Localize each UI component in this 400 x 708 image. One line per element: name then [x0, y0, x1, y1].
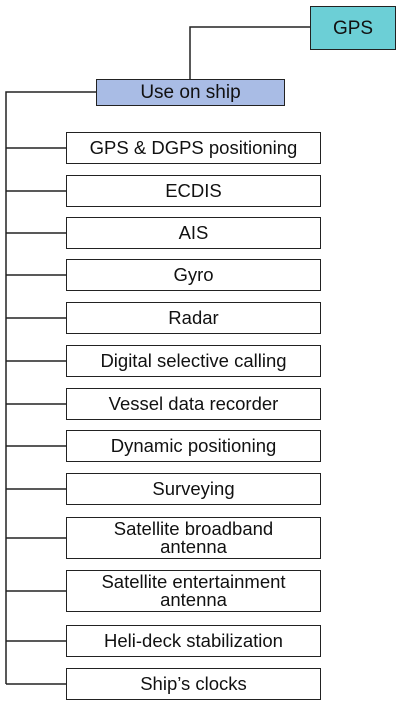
item-gps-dgps-positioning: GPS & DGPS positioning: [66, 132, 321, 164]
item-label: AIS: [178, 221, 209, 243]
item-label: Surveying: [152, 477, 235, 499]
item-radar: Radar: [66, 302, 321, 334]
item-label: Satellite broadband antenna: [113, 517, 274, 557]
connector-trunk: [5, 91, 96, 684]
item-label: Dynamic positioning: [110, 434, 277, 456]
item-ships-clocks: Ship’s clocks: [66, 668, 321, 700]
item-satellite-broadband-antenna: Satellite broadband antenna: [66, 517, 321, 559]
item-label: Digital selective calling: [100, 349, 287, 371]
item-label: Heli-deck stabilization: [104, 629, 283, 651]
gps-root-label: GPS: [332, 17, 374, 39]
item-gyro: Gyro: [66, 259, 321, 291]
item-label: Vessel data recorder: [108, 392, 279, 414]
item-ais: AIS: [66, 217, 321, 249]
item-satellite-entertainment-antenna: Satellite entertainment antenna: [66, 570, 321, 612]
item-label: Radar: [168, 306, 219, 328]
item-label: GPS & DGPS positioning: [89, 136, 298, 158]
item-label: Gyro: [173, 263, 214, 285]
item-dynamic-positioning: Dynamic positioning: [66, 430, 321, 462]
item-digital-selective-calling: Digital selective calling: [66, 345, 321, 377]
item-vessel-data-recorder: Vessel data recorder: [66, 388, 321, 420]
use-on-ship-label: Use on ship: [140, 82, 241, 103]
item-label: Satellite entertainment antenna: [101, 570, 286, 610]
use-on-ship-node: Use on ship: [96, 79, 285, 106]
item-label: Ship’s clocks: [140, 672, 247, 694]
connector-root-category: [189, 26, 310, 79]
item-surveying: Surveying: [66, 473, 321, 505]
item-label: ECDIS: [165, 179, 222, 201]
item-heli-deck-stabilization: Heli-deck stabilization: [66, 625, 321, 657]
gps-root-node: GPS: [310, 6, 396, 50]
item-ecdis: ECDIS: [66, 175, 321, 207]
